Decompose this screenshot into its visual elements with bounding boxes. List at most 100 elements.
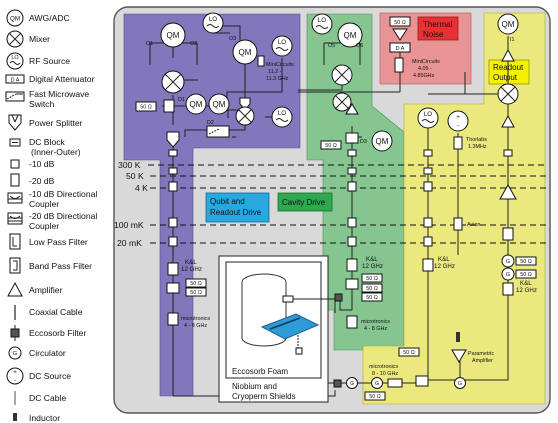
termination-50-j-text: 50 Ω bbox=[403, 350, 415, 356]
termination-50-d-text: 50 Ω bbox=[325, 143, 337, 149]
label-o5: O5 bbox=[328, 43, 335, 49]
lo-source-readout-b bbox=[271, 106, 293, 128]
stage-100mk: 100 mK bbox=[114, 220, 144, 230]
stage-300k: 300 K bbox=[118, 160, 141, 170]
legend-label-splitter: Power Splitter bbox=[29, 118, 83, 128]
label-kl-b1: K&L bbox=[366, 256, 378, 263]
termination-50-a-text: 50 Ω bbox=[140, 105, 152, 111]
qm-legend-icon bbox=[6, 9, 24, 27]
shield-label-line1: Niobium and bbox=[232, 382, 277, 391]
coupler-cavity-b bbox=[345, 278, 359, 290]
stage-20mk: 20 mK bbox=[117, 238, 142, 248]
dc-block-readout bbox=[503, 149, 513, 157]
label-o6: O6 bbox=[356, 43, 363, 49]
label-kl-c1: K&L bbox=[438, 256, 450, 263]
att-cavity-20mk bbox=[347, 236, 357, 247]
eccosorb-filter-in bbox=[334, 293, 343, 302]
termination-50-thermal bbox=[389, 16, 411, 27]
chip-sample bbox=[260, 313, 320, 340]
legend-label-ecco: Eccosorb Filter bbox=[29, 328, 86, 338]
sample-enclosure: Eccosorb Foam Niobium and Cryoperm Shiel… bbox=[218, 255, 372, 403]
circulator-in-a-text: G bbox=[375, 381, 379, 387]
circulator-out-b-text: G bbox=[506, 272, 510, 278]
att-pump-50k bbox=[423, 167, 433, 175]
label-micro-b2: 4 - 8 GHz bbox=[364, 326, 387, 332]
label-micro-c2: 8 - 10 GHz bbox=[372, 371, 398, 377]
coupler10-legend-icon bbox=[7, 192, 23, 204]
lo-source-qubit-text: LO bbox=[209, 16, 217, 23]
termination-50-g-text: 50 Ω bbox=[366, 295, 378, 301]
legend-label-atten: Digital Attenuator bbox=[29, 74, 95, 84]
power-splitter-legend-icon bbox=[8, 114, 22, 131]
lpf-cavity bbox=[346, 258, 358, 272]
circulator-in-b-text: G bbox=[458, 381, 462, 387]
qubit-readout-label-line2: Readout Drive bbox=[210, 208, 262, 217]
label-minicirc-a3: 11.3 GHz bbox=[266, 76, 289, 82]
coupler20-legend-icon bbox=[7, 212, 23, 225]
minicircuits-filter-b bbox=[394, 57, 404, 73]
lpf-pump bbox=[422, 258, 434, 272]
att-cavity-4k bbox=[347, 181, 357, 192]
label-avion: Avion bbox=[467, 222, 480, 228]
legend-label-coup20-line2: Coupler bbox=[29, 221, 59, 231]
legend-label-dcsrc: DC Source bbox=[29, 371, 71, 381]
mixer-readout bbox=[235, 106, 255, 126]
qm-cavity-awg-text: QM bbox=[344, 31, 357, 40]
label-i1: I1 bbox=[510, 37, 515, 43]
lpf-qubit bbox=[167, 262, 179, 276]
legend-label-dccable: DC Cable bbox=[29, 393, 66, 403]
att-cavity-50k bbox=[347, 167, 357, 175]
cavity-drive-label: Cavity Drive bbox=[282, 198, 326, 207]
dc-block-legend-icon bbox=[9, 138, 21, 147]
qubit-readout-chain: QM O1 O2 LO QM O3 LO MiniCircuits 11.2 -… bbox=[135, 12, 336, 397]
termination-50-k-text: 50 Ω bbox=[369, 394, 381, 400]
shield-label-line2: Cryoperm Shields bbox=[232, 392, 296, 401]
minicircuits-filter-a bbox=[257, 55, 265, 67]
termination-50-d bbox=[320, 140, 342, 150]
qubit-readout-label-box bbox=[205, 192, 270, 223]
termination-50-e bbox=[361, 273, 383, 283]
termination-50-k bbox=[364, 391, 386, 401]
splitter-qubit bbox=[166, 131, 180, 148]
legend-label-lpf: Low Pass Filter bbox=[29, 237, 88, 247]
circulator-in-b bbox=[454, 377, 466, 389]
inductor-legend-icon bbox=[13, 413, 17, 421]
qm-cavity-awg bbox=[337, 22, 363, 48]
att-pump-20mk bbox=[423, 236, 433, 247]
termination-50-g bbox=[361, 292, 383, 302]
thermal-noise-chain: 50 Ω D A MiniCircuits 4.05 - 4.85GHz The… bbox=[298, 16, 459, 93]
amplifier-cavity bbox=[345, 103, 359, 115]
label-micro-a2: 4 - 8 GHz bbox=[184, 323, 207, 329]
label-kl-a2: 12 GHz bbox=[181, 266, 202, 273]
dc-block-cavity bbox=[347, 149, 357, 157]
amplifier-room-a bbox=[501, 48, 515, 62]
label-o1: O1 bbox=[146, 41, 153, 47]
termination-50-c-text: 50 Ω bbox=[190, 290, 202, 296]
thermal-noise-box bbox=[417, 16, 459, 41]
lo-source-pump-text: LO bbox=[424, 111, 432, 118]
label-thorlabs2: 1.3MHz bbox=[468, 144, 487, 150]
label-micro-c1: microtronics bbox=[369, 364, 398, 370]
termination-50-h bbox=[515, 256, 537, 266]
label-minicirc-a2: 11.2 - bbox=[268, 69, 282, 75]
lpf-readout bbox=[502, 227, 514, 241]
coupler-qubit bbox=[166, 282, 180, 294]
qm-cavity-small-text: QM bbox=[376, 137, 389, 146]
qm-qubit-awg-text: QM bbox=[167, 31, 180, 40]
label-kl-d2: 12 GHz bbox=[516, 287, 537, 294]
qm-small-b-text: QM bbox=[213, 100, 226, 109]
qubit-readout-label-line1: Qubit and bbox=[210, 197, 245, 206]
legend-label-dcblock-line2: (Inner-Outer) bbox=[31, 147, 81, 157]
stage-4k: 4 K bbox=[135, 183, 148, 193]
label-kl-d1: K&L bbox=[520, 280, 532, 287]
dc-block-qubit bbox=[168, 149, 178, 157]
thermal-noise-line1: Thermal bbox=[423, 20, 453, 29]
label-micro-b1: microtronics bbox=[361, 319, 390, 325]
legend-label-coup10-line2: Coupler bbox=[29, 199, 59, 209]
label-d3: D3 bbox=[360, 139, 367, 145]
termination-50-f bbox=[361, 283, 383, 293]
label-kl-c2: 12 GHz bbox=[434, 263, 455, 270]
cavity-drive-chain: LO QM O5 O6 50 Ω D3 QM K&L 12 GHz bbox=[298, 13, 393, 332]
termination-50-e-text: 50 Ω bbox=[366, 276, 378, 282]
